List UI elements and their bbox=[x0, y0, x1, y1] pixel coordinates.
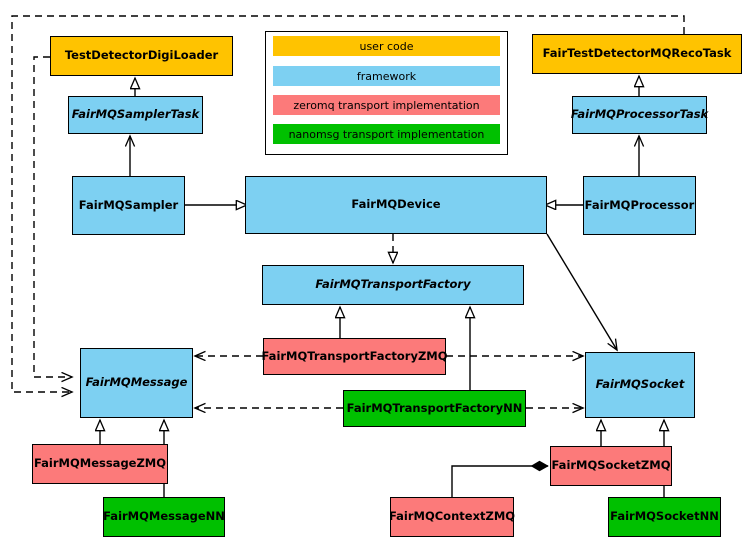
class-node-fairmqtransportfactoryzmq[interactable]: FairMQTransportFactoryZMQ bbox=[262, 338, 448, 375]
edge-contextzmq-comp-socketzmq bbox=[451, 466, 548, 497]
class-node-fairmqdevice[interactable]: FairMQDevice bbox=[245, 176, 547, 234]
legend-label-nanomsg: nanomsg transport implementation bbox=[288, 127, 485, 141]
legend-label-user-code: user code bbox=[359, 39, 414, 53]
edge-device-assoc-socket bbox=[546, 233, 617, 350]
class-node-fairmqcontextzmq[interactable]: FairMQContextZMQ bbox=[389, 497, 515, 537]
legend-label-zeromq: zeromq transport implementation bbox=[293, 98, 480, 112]
class-node-fairmqprocessor[interactable]: FairMQProcessor bbox=[583, 176, 696, 235]
class-node-fairmqtransportfactory[interactable]: FairMQTransportFactory bbox=[262, 265, 524, 305]
class-node-fairtestdetectormqrecotask[interactable]: FairTestDetectorMQRecoTask bbox=[532, 34, 742, 74]
legend-item-nanomsg: nanomsg transport implementation bbox=[273, 124, 500, 144]
class-node-fairmqmessagezmq[interactable]: FairMQMessageZMQ bbox=[32, 444, 168, 484]
legend-item-zeromq: zeromq transport implementation bbox=[273, 95, 500, 115]
edge-recotask-to-message bbox=[11, 15, 685, 392]
class-node-testdetectordigiloader[interactable]: TestDetectorDigiLoader bbox=[50, 36, 233, 76]
class-node-fairmqsocketzmq[interactable]: FairMQSocketZMQ bbox=[550, 446, 672, 486]
class-node-fairmqprocessortask[interactable]: FairMQProcessorTask bbox=[571, 96, 708, 134]
class-node-fairmqmessagenn[interactable]: FairMQMessageNN bbox=[103, 497, 225, 537]
class-node-fairmqsocket[interactable]: FairMQSocket bbox=[585, 352, 695, 418]
class-node-fairmqmessage[interactable]: FairMQMessage bbox=[80, 348, 193, 418]
class-node-fairmqsocketnn[interactable]: FairMQSocketNN bbox=[608, 497, 721, 537]
legend-item-framework: framework bbox=[273, 66, 500, 86]
class-node-fairmqtransportfactorynn[interactable]: FairMQTransportFactoryNN bbox=[343, 390, 526, 427]
class-node-fairmqsamplertask[interactable]: FairMQSamplerTask bbox=[68, 96, 203, 134]
legend-label-framework: framework bbox=[356, 69, 417, 83]
class-node-fairmqsampler[interactable]: FairMQSampler bbox=[72, 176, 185, 235]
legend-item-user-code: user code bbox=[273, 36, 500, 56]
edge-digiloader-to-message bbox=[33, 56, 72, 377]
